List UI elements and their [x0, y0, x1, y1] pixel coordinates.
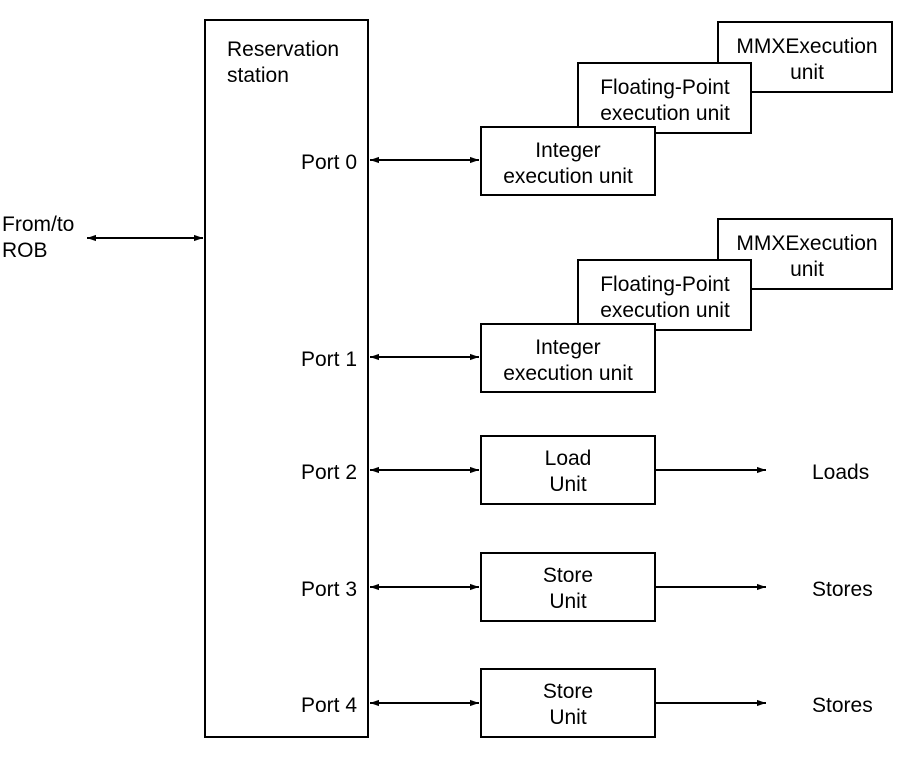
port-0-group: Port 0 MMXExecution unit Floating-Point …: [301, 21, 893, 196]
store-unit-label-line1: Store: [543, 680, 593, 703]
port-4-label: Port 4: [301, 694, 357, 717]
mmx-unit-label-line1: MMXExecution: [736, 35, 877, 58]
port-0-integer-execution-unit: Integer execution unit: [480, 126, 656, 196]
port-1-group: Port 1 MMXExecution unit Floating-Point …: [301, 218, 893, 393]
int-unit-label-line2: execution unit: [503, 362, 633, 385]
fp-unit-label-line1: Floating-Point: [600, 76, 730, 99]
load-unit-label-line1: Load: [545, 447, 592, 470]
stores-output-label-port-3: Stores: [812, 578, 873, 601]
rob-connection: From/to ROB: [2, 213, 203, 262]
fp-unit-label-line2: execution unit: [600, 299, 730, 322]
port-3-group: Port 3 Store Unit Stores: [301, 552, 873, 622]
fp-unit-label-line1: Floating-Point: [600, 273, 730, 296]
reservation-station-label-line2: station: [227, 64, 289, 87]
mmx-unit-label-line1: MMXExecution: [736, 232, 877, 255]
port-0-floating-point-execution-unit: Floating-Point execution unit: [577, 62, 752, 134]
int-unit-label-line1: Integer: [535, 336, 600, 359]
stores-output-label-port-4: Stores: [812, 694, 873, 717]
load-unit-label-line2: Unit: [549, 473, 587, 496]
int-unit-label-line1: Integer: [535, 139, 600, 162]
store-unit-label-line2: Unit: [549, 590, 587, 613]
port-0-mmx-execution-unit: MMXExecution unit: [717, 21, 893, 93]
port-1-integer-execution-unit: Integer execution unit: [480, 323, 656, 393]
port-2-group: Port 2 Load Unit Loads: [301, 435, 869, 505]
store-unit-label-line1: Store: [543, 564, 593, 587]
reservation-station: Reservation station: [204, 19, 369, 738]
fp-unit-label-line2: execution unit: [600, 102, 730, 125]
port-2-label: Port 2: [301, 461, 357, 484]
int-unit-label-line2: execution unit: [503, 165, 633, 188]
store-unit-label-line2: Unit: [549, 706, 587, 729]
rob-label-line1: From/to: [2, 213, 74, 236]
port-1-label: Port 1: [301, 348, 357, 371]
mmx-unit-label-line2: unit: [790, 258, 824, 281]
port-4-group: Port 4 Store Unit Stores: [301, 668, 873, 738]
rob-label-line2: ROB: [2, 239, 48, 262]
reservation-station-label-line1: Reservation: [227, 38, 339, 61]
load-unit: Load Unit: [480, 435, 656, 505]
port-1-floating-point-execution-unit: Floating-Point execution unit: [577, 259, 752, 331]
store-unit-port-4: Store Unit: [480, 668, 656, 738]
loads-output-label: Loads: [812, 461, 869, 484]
port-3-label: Port 3: [301, 578, 357, 601]
mmx-unit-label-line2: unit: [790, 61, 824, 84]
store-unit-port-3: Store Unit: [480, 552, 656, 622]
port-0-label: Port 0: [301, 151, 357, 174]
